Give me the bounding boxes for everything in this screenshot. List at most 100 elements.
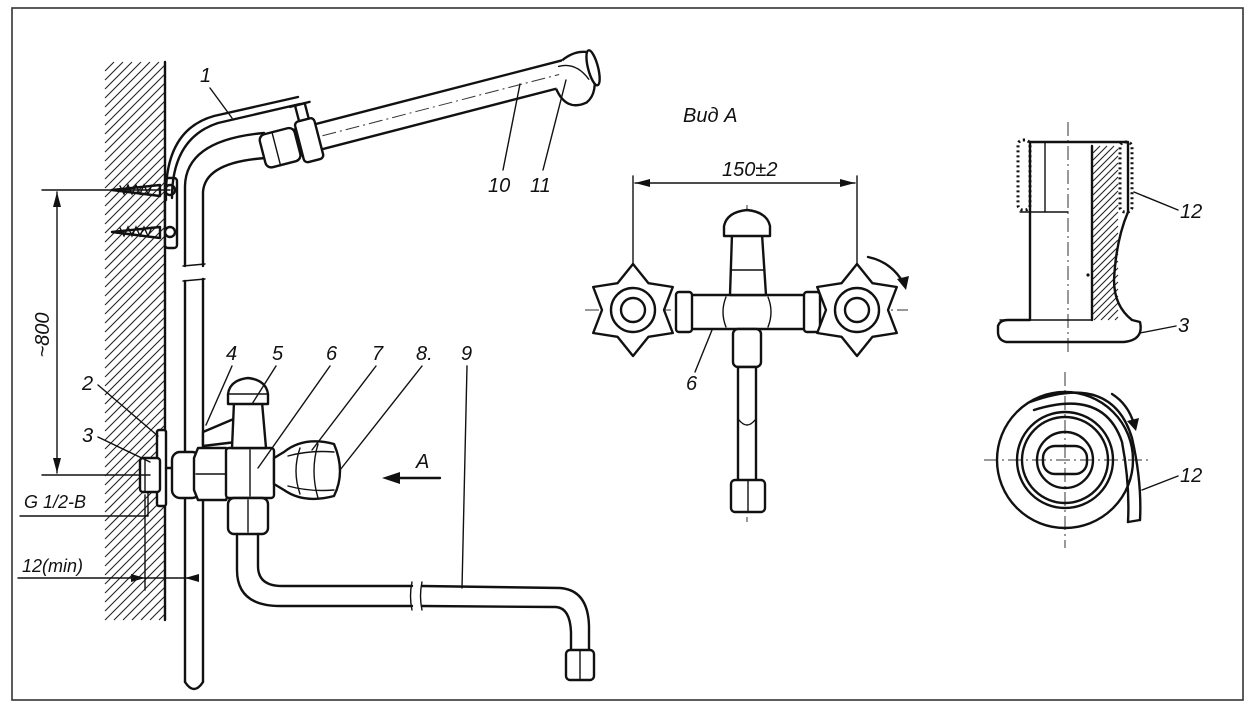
view-direction-arrow: A <box>382 451 442 484</box>
detail-center-dot <box>1086 273 1090 277</box>
hatch-line <box>1092 260 1119 287</box>
hatch-line <box>104 334 166 396</box>
hatch-line <box>104 244 166 306</box>
handwheel-right-outline <box>816 262 898 358</box>
hatch-line <box>1092 145 1115 168</box>
arm-top-line <box>292 59 564 131</box>
view-a-body <box>682 293 814 331</box>
tape-outer <box>1028 391 1142 522</box>
hatch-line <box>1107 309 1119 321</box>
view-a-title: Вид А <box>683 105 737 127</box>
hatch-line <box>1092 211 1119 238</box>
leader-3 <box>97 436 151 463</box>
hatch-line <box>1092 145 1108 161</box>
round-ring-outer <box>1015 410 1115 510</box>
hatch-line <box>104 118 166 180</box>
dim-height-text: ~800 <box>32 312 54 357</box>
hatch-line <box>104 73 166 135</box>
hatch-line <box>104 82 166 144</box>
hatch-line <box>1092 169 1119 196</box>
view-a-dim-text: 150±2 <box>722 159 777 181</box>
arrow-up <box>53 192 61 207</box>
shower-head-face <box>585 49 601 87</box>
arrow-left <box>185 574 199 582</box>
rotation-arrow-head <box>897 276 909 290</box>
hatch-line <box>1093 295 1119 321</box>
label-5: 5 <box>272 343 284 365</box>
view-a: Вид А 150±2 <box>585 105 909 522</box>
hatch-line <box>104 325 166 387</box>
hose-coupling <box>258 126 302 169</box>
hatch-line <box>104 388 166 450</box>
detail-leader-12-bottom <box>1141 475 1179 491</box>
hatch-line <box>140 595 166 621</box>
label-9: 9 <box>461 343 472 365</box>
shower-rod <box>182 131 268 691</box>
handwheel-rib-upper <box>287 450 335 457</box>
hatch-line <box>104 523 166 585</box>
hatch-line <box>104 235 166 297</box>
shower-arm <box>258 49 601 169</box>
hatch-line <box>104 442 166 504</box>
hatch-line <box>104 487 166 549</box>
drawing-frame <box>11 7 1244 701</box>
hatch-line <box>104 343 166 405</box>
hatch-line <box>104 298 166 360</box>
rod-break-lower <box>182 278 206 282</box>
screw-head-lower <box>163 225 177 239</box>
hatch-line <box>104 91 166 153</box>
leader-lines <box>97 79 567 589</box>
hatch-line <box>104 541 166 603</box>
view-a-valve-bonnet <box>728 232 768 297</box>
hatch-line <box>1092 239 1119 266</box>
hatch-line <box>104 316 166 378</box>
hatch-line <box>104 505 166 567</box>
hatch-line <box>104 61 151 108</box>
screw-upper-thread <box>119 183 153 196</box>
hatch-line <box>1092 204 1119 231</box>
detail-round-view: 12 <box>984 372 1202 548</box>
tape-inner <box>1032 402 1130 524</box>
hatch-line <box>104 280 166 342</box>
view-a-nut-left <box>674 290 694 334</box>
handwheel-rib-lower <box>287 485 335 492</box>
arrow-down <box>53 458 61 473</box>
leader-6 <box>257 365 331 469</box>
handwheel-left-hub <box>609 286 657 334</box>
leader-10 <box>502 83 521 171</box>
view-a-leader-6 <box>694 329 713 373</box>
label-1: 1 <box>200 65 211 87</box>
hatch-line <box>1092 253 1119 280</box>
clamp-screw-head <box>288 100 311 109</box>
hatch-line <box>104 289 166 351</box>
hatch-line <box>104 61 160 117</box>
view-a-arrow-right <box>840 179 855 187</box>
hatch-line <box>1092 145 1101 154</box>
handwheel-rib-mid <box>295 447 301 495</box>
hatch-line <box>104 64 166 126</box>
hatch-line <box>1092 218 1119 245</box>
detail-outline <box>996 140 1142 344</box>
spout-break <box>409 581 423 611</box>
hatch-line <box>104 433 166 495</box>
spout-inner-line <box>256 532 591 654</box>
hatch-line <box>104 100 166 162</box>
view-a-handwheel-left <box>592 262 674 358</box>
view-a-nut-right <box>802 290 822 334</box>
label-4: 4 <box>226 343 237 365</box>
view-a-handwheel-right <box>816 262 898 358</box>
hatch-line <box>104 271 166 333</box>
wall <box>104 60 167 622</box>
hatch-line <box>131 586 166 621</box>
valve-bonnet <box>230 400 268 450</box>
hatch-line <box>104 208 166 270</box>
view-a-lower-nut <box>731 327 763 369</box>
screw-lower-thread <box>119 225 153 238</box>
hatch-line <box>104 559 166 621</box>
leader-7 <box>311 365 377 451</box>
leader-5 <box>251 365 277 405</box>
handwheel-rib-mid2 <box>313 443 319 499</box>
label-10: 10 <box>488 175 510 197</box>
hatch-line <box>149 604 166 621</box>
